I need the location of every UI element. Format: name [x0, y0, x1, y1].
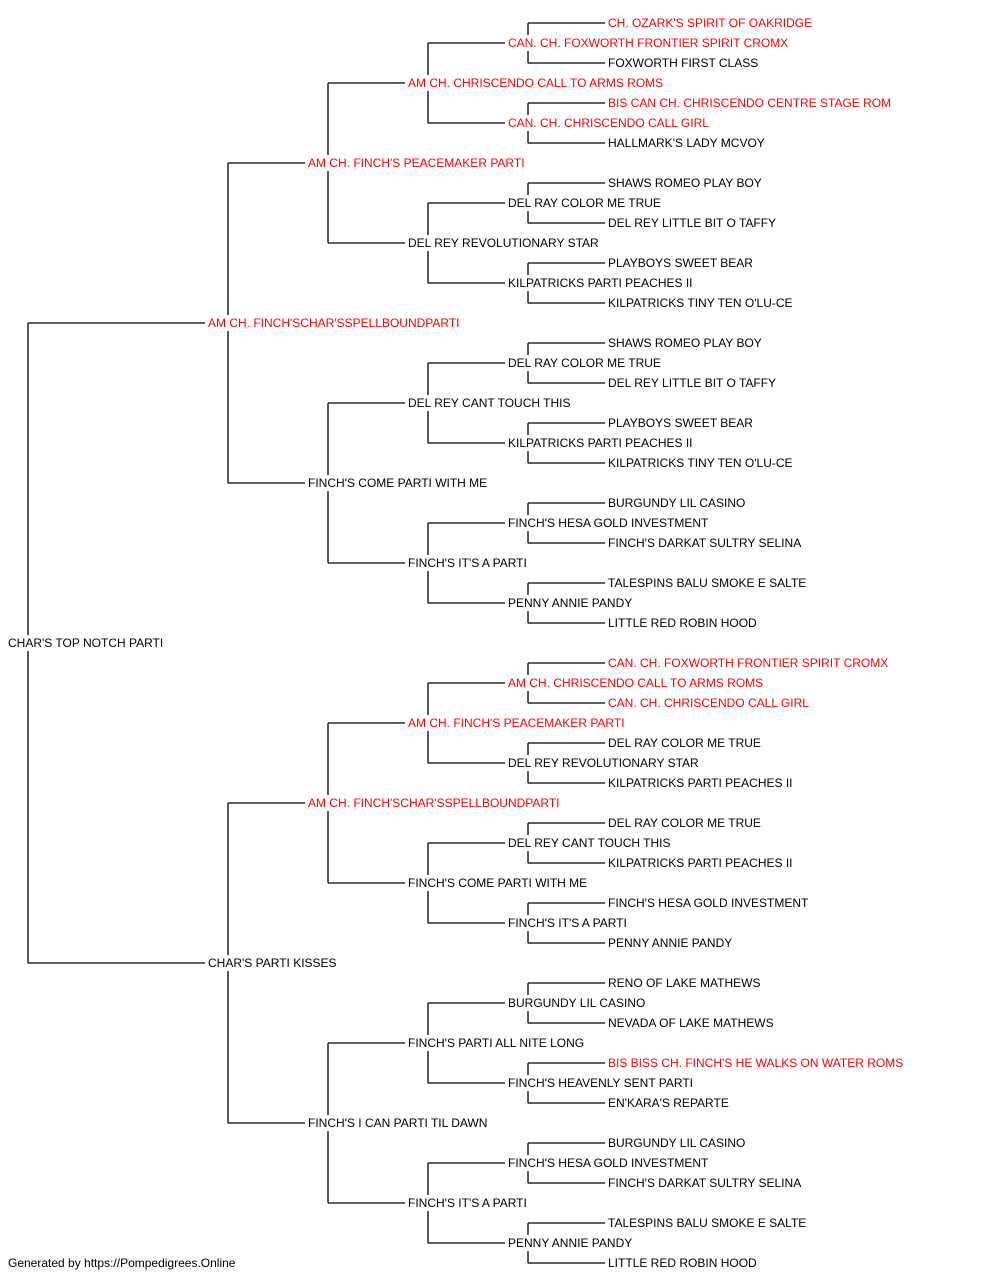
dog-name-sire-sire-sire-dam-dam: HALLMARK'S LADY MCVOY: [608, 136, 765, 150]
dog-name-dam-sire-sire-dam-dam: KILPATRICKS PARTI PEACHES II: [608, 776, 793, 790]
dog-name-dam-sire-dam-dam: FINCH'S IT'S A PARTI: [508, 916, 627, 930]
dog-name-sire-dam-dam-dam-dam: LITTLE RED ROBIN HOOD: [608, 616, 757, 630]
dog-name-dam-dam-sire-dam-sire: BIS BISS CH. FINCH'S HE WALKS ON WATER R…: [608, 1056, 903, 1070]
dog-name-sire-sire-dam-dam-sire: PLAYBOYS SWEET BEAR: [608, 256, 753, 270]
dog-name-dam-dam-dam-dam-sire: TALESPINS BALU SMOKE E SALTE: [608, 1216, 806, 1230]
dog-name-sire-dam-sire-dam: KILPATRICKS PARTI PEACHES II: [508, 436, 693, 450]
dog-name-sire-sire-dam-dam-dam: KILPATRICKS TINY TEN O'LU-CE: [608, 296, 793, 310]
dog-name-sire-dam-dam-sire-dam: FINCH'S DARKAT SULTRY SELINA: [608, 536, 801, 550]
dog-name-dam-dam-dam: FINCH'S IT'S A PARTI: [408, 1196, 527, 1210]
dog-name-sire-dam-sire-dam-dam: KILPATRICKS TINY TEN O'LU-CE: [608, 456, 793, 470]
dog-name-dam-dam-dam-dam: PENNY ANNIE PANDY: [508, 1236, 632, 1250]
dog-name-dam-sire-dam-sire-sire: DEL RAY COLOR ME TRUE: [608, 816, 761, 830]
dog-name-sire-dam-dam-sire-sire: BURGUNDY LIL CASINO: [608, 496, 745, 510]
dog-name-dam-dam-sire-sire-sire: RENO OF LAKE MATHEWS: [608, 976, 760, 990]
dog-name-sire-dam-dam: FINCH'S IT'S A PARTI: [408, 556, 527, 570]
dog-name-sire-sire-sire: AM CH. CHRISCENDO CALL TO ARMS ROMS: [408, 76, 663, 90]
dog-name-sire-sire-sire-dam: CAN. CH. CHRISCENDO CALL GIRL: [508, 116, 709, 130]
dog-name-dam-sire-sire-sire: AM CH. CHRISCENDO CALL TO ARMS ROMS: [508, 676, 763, 690]
dog-name-dam-sire-dam-dam-sire: FINCH'S HESA GOLD INVESTMENT: [608, 896, 809, 910]
dog-name-root: CHAR'S TOP NOTCH PARTI: [8, 636, 163, 650]
dog-name-dam-dam-sire-dam: FINCH'S HEAVENLY SENT PARTI: [508, 1076, 693, 1090]
dog-name-dam-sire-dam-sire: DEL REY CANT TOUCH THIS: [508, 836, 671, 850]
dog-name-dam-dam-dam-sire-sire: BURGUNDY LIL CASINO: [608, 1136, 745, 1150]
dog-name-sire-dam-dam-sire: FINCH'S HESA GOLD INVESTMENT: [508, 516, 709, 530]
dog-name-dam-sire-dam-dam-dam: PENNY ANNIE PANDY: [608, 936, 732, 950]
dog-name-dam-dam-dam-dam-dam: LITTLE RED ROBIN HOOD: [608, 1256, 757, 1270]
dog-name-sire: AM CH. FINCH'SCHAR'SSPELLBOUNDPARTI: [208, 316, 460, 330]
dog-name-sire-sire-dam-dam: KILPATRICKS PARTI PEACHES II: [508, 276, 693, 290]
dog-name-sire-dam-dam-dam-sire: TALESPINS BALU SMOKE E SALTE: [608, 576, 806, 590]
dog-name-sire-sire-dam-sire-dam: DEL REY LITTLE BIT O TAFFY: [608, 216, 776, 230]
dog-name-dam-dam-dam-sire-dam: FINCH'S DARKAT SULTRY SELINA: [608, 1176, 801, 1190]
dog-name-dam-sire-sire-dam: DEL REY REVOLUTIONARY STAR: [508, 756, 699, 770]
dog-name-dam-dam-sire: FINCH'S PARTI ALL NITE LONG: [408, 1036, 584, 1050]
dog-name-dam-dam: FINCH'S I CAN PARTI TIL DAWN: [308, 1116, 487, 1130]
dog-name-sire-dam-sire-dam-sire: PLAYBOYS SWEET BEAR: [608, 416, 753, 430]
dog-name-sire-sire-sire-sire: CAN. CH. FOXWORTH FRONTIER SPIRIT CROMX: [508, 36, 788, 50]
dog-name-dam-dam-dam-sire: FINCH'S HESA GOLD INVESTMENT: [508, 1156, 709, 1170]
dog-name-sire-sire-sire-sire-dam: FOXWORTH FIRST CLASS: [608, 56, 758, 70]
dog-name-sire-dam-sire: DEL REY CANT TOUCH THIS: [408, 396, 571, 410]
dog-name-dam-sire-dam-sire-dam: KILPATRICKS PARTI PEACHES II: [608, 856, 793, 870]
dog-name-dam-sire-sire-sire-sire: CAN. CH. FOXWORTH FRONTIER SPIRIT CROMX: [608, 656, 888, 670]
dog-name-sire-sire: AM CH. FINCH'S PEACEMAKER PARTI: [308, 156, 525, 170]
dog-name-dam: CHAR'S PARTI KISSES: [208, 956, 337, 970]
dog-name-sire-sire-dam-sire-sire: SHAWS ROMEO PLAY BOY: [608, 176, 762, 190]
dog-name-sire-sire-dam-sire: DEL RAY COLOR ME TRUE: [508, 196, 661, 210]
dog-name-sire-dam-dam-dam: PENNY ANNIE PANDY: [508, 596, 632, 610]
footer-credit: Generated by https://Pompedigrees.Online: [8, 1256, 236, 1270]
dog-name-sire-dam-sire-sire-sire: SHAWS ROMEO PLAY BOY: [608, 336, 762, 350]
dog-name-sire-sire-dam: DEL REY REVOLUTIONARY STAR: [408, 236, 599, 250]
dog-name-sire-dam-sire-sire-dam: DEL REY LITTLE BIT O TAFFY: [608, 376, 776, 390]
dog-name-dam-dam-sire-dam-dam: EN'KARA'S REPARTE: [608, 1096, 729, 1110]
dog-name-dam-sire: AM CH. FINCH'SCHAR'SSPELLBOUNDPARTI: [308, 796, 560, 810]
dog-name-dam-dam-sire-sire: BURGUNDY LIL CASINO: [508, 996, 645, 1010]
dog-name-sire-dam: FINCH'S COME PARTI WITH ME: [308, 476, 487, 490]
dog-name-dam-dam-sire-sire-dam: NEVADA OF LAKE MATHEWS: [608, 1016, 774, 1030]
dog-name-dam-sire-dam: FINCH'S COME PARTI WITH ME: [408, 876, 587, 890]
dog-name-dam-sire-sire-sire-dam: CAN. CH. CHRISCENDO CALL GIRL: [608, 696, 809, 710]
dog-name-sire-dam-sire-sire: DEL RAY COLOR ME TRUE: [508, 356, 661, 370]
dog-name-sire-sire-sire-dam-sire: BIS CAN CH. CHRISCENDO CENTRE STAGE ROM: [608, 96, 891, 110]
dog-name-dam-sire-sire-dam-sire: DEL RAY COLOR ME TRUE: [608, 736, 761, 750]
dog-name-sire-sire-sire-sire-sire: CH. OZARK'S SPIRIT OF OAKRIDGE: [608, 16, 812, 30]
dog-name-dam-sire-sire: AM CH. FINCH'S PEACEMAKER PARTI: [408, 716, 625, 730]
